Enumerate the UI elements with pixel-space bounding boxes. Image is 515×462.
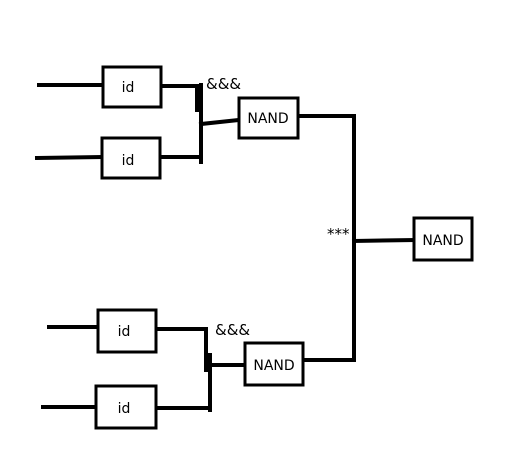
gate-nand-top-label: NAND [247,111,288,127]
gate-nand-output-label: NAND [422,233,463,249]
gate-id-bottom-1: id [96,308,158,354]
gate-id-bottom-1-label: id [118,324,131,340]
gate-id-bottom-2: id [94,384,158,430]
gate-nand-bottom: NAND [243,341,305,387]
wire-top-to-nand [198,117,242,127]
wire-id-top-1-out [160,84,199,112]
gate-id-top-1: id [101,65,163,109]
operator-bottom-combine: &&& [215,321,250,339]
gate-nand-bottom-label: NAND [253,358,294,374]
gate-id-top-1-label: id [122,80,135,96]
gate-nand-top: NAND [237,96,300,140]
gate-id-bottom-2-label: id [118,401,131,417]
operator-top-combine: &&& [206,75,241,93]
gate-id-top-2: id [100,136,162,180]
gate-id-top-2-label: id [122,153,135,169]
operator-output-combine: *** [327,225,350,243]
wire-bus-to-output [351,237,417,244]
wire-input-top-2 [34,154,104,161]
gate-nand-output: NAND [412,216,474,262]
